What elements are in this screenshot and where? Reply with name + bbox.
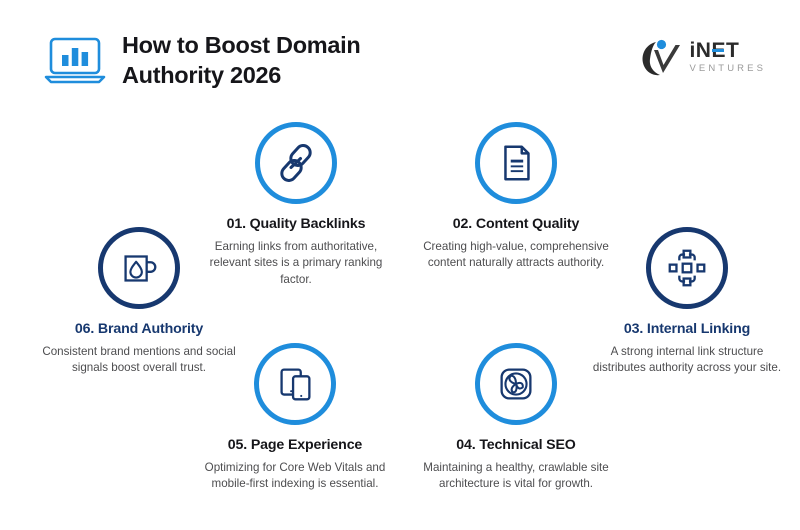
infographic-item-03: 03. Internal Linking A strong internal l… bbox=[589, 227, 785, 377]
tablet-phone-icon bbox=[272, 361, 318, 407]
infographic-item-02: 02. Content Quality Creating high-value,… bbox=[421, 122, 611, 272]
document-icon bbox=[493, 140, 539, 186]
logo-subtitle: VENTURES bbox=[689, 63, 766, 75]
pinwheel-app-icon bbox=[493, 361, 539, 407]
item-desc-03: A strong internal link structure distrib… bbox=[592, 345, 782, 375]
item-desc-05: Optimizing for Core Web Vitals and mobil… bbox=[204, 461, 386, 491]
inet-swoosh-icon bbox=[639, 36, 683, 78]
logo-name-part2: E bbox=[711, 39, 726, 63]
logo-name-part3: T bbox=[725, 39, 740, 63]
icon-ring-04 bbox=[475, 343, 557, 425]
logo-name-part1: iN bbox=[689, 39, 712, 63]
coffee-mug-icon bbox=[116, 245, 162, 291]
infographic-item-01: 01. Quality Backlinks Earning links from… bbox=[201, 122, 391, 288]
item-desc-01: Earning links from authoritative, releva… bbox=[209, 240, 383, 286]
item-title-05: 05. Page Experience bbox=[227, 437, 363, 453]
item-desc-06: Consistent brand mentions and social sig… bbox=[42, 345, 236, 375]
icon-ring-06 bbox=[98, 227, 180, 309]
item-title-02: 02. Content Quality bbox=[452, 216, 580, 232]
header: How to Boost Domain Authority 2026 iNET … bbox=[44, 28, 766, 98]
item-title-03: 03. Internal Linking bbox=[623, 321, 751, 337]
item-title-06: 06. Brand Authority bbox=[74, 321, 204, 337]
laptop-chart-icon bbox=[44, 35, 106, 85]
icon-ring-01 bbox=[255, 122, 337, 204]
header-title-group: How to Boost Domain Authority 2026 bbox=[44, 30, 412, 90]
page-title: How to Boost Domain Authority 2026 bbox=[122, 32, 361, 89]
logo-name: iNET bbox=[689, 40, 766, 61]
item-title-04: 04. Technical SEO bbox=[456, 437, 576, 453]
icon-ring-02 bbox=[475, 122, 557, 204]
network-nodes-icon bbox=[664, 245, 710, 291]
infographic-item-04: 04. Technical SEO Maintaining a healthy,… bbox=[421, 343, 611, 493]
icon-ring-05 bbox=[254, 343, 336, 425]
infographic-item-06: 06. Brand Authority Consistent brand men… bbox=[41, 227, 237, 377]
infographic-item-05: 05. Page Experience Optimizing for Core … bbox=[196, 343, 394, 493]
item-desc-02: Creating high-value, comprehensive conte… bbox=[423, 240, 609, 270]
logo-text-group: iNET VENTURES bbox=[689, 40, 766, 74]
icon-ring-03 bbox=[646, 227, 728, 309]
item-title-01: 01. Quality Backlinks bbox=[226, 216, 366, 232]
item-desc-04: Maintaining a healthy, crawlable site ar… bbox=[423, 461, 609, 491]
brand-logo: iNET VENTURES bbox=[639, 36, 766, 78]
chain-link-icon bbox=[272, 139, 320, 187]
